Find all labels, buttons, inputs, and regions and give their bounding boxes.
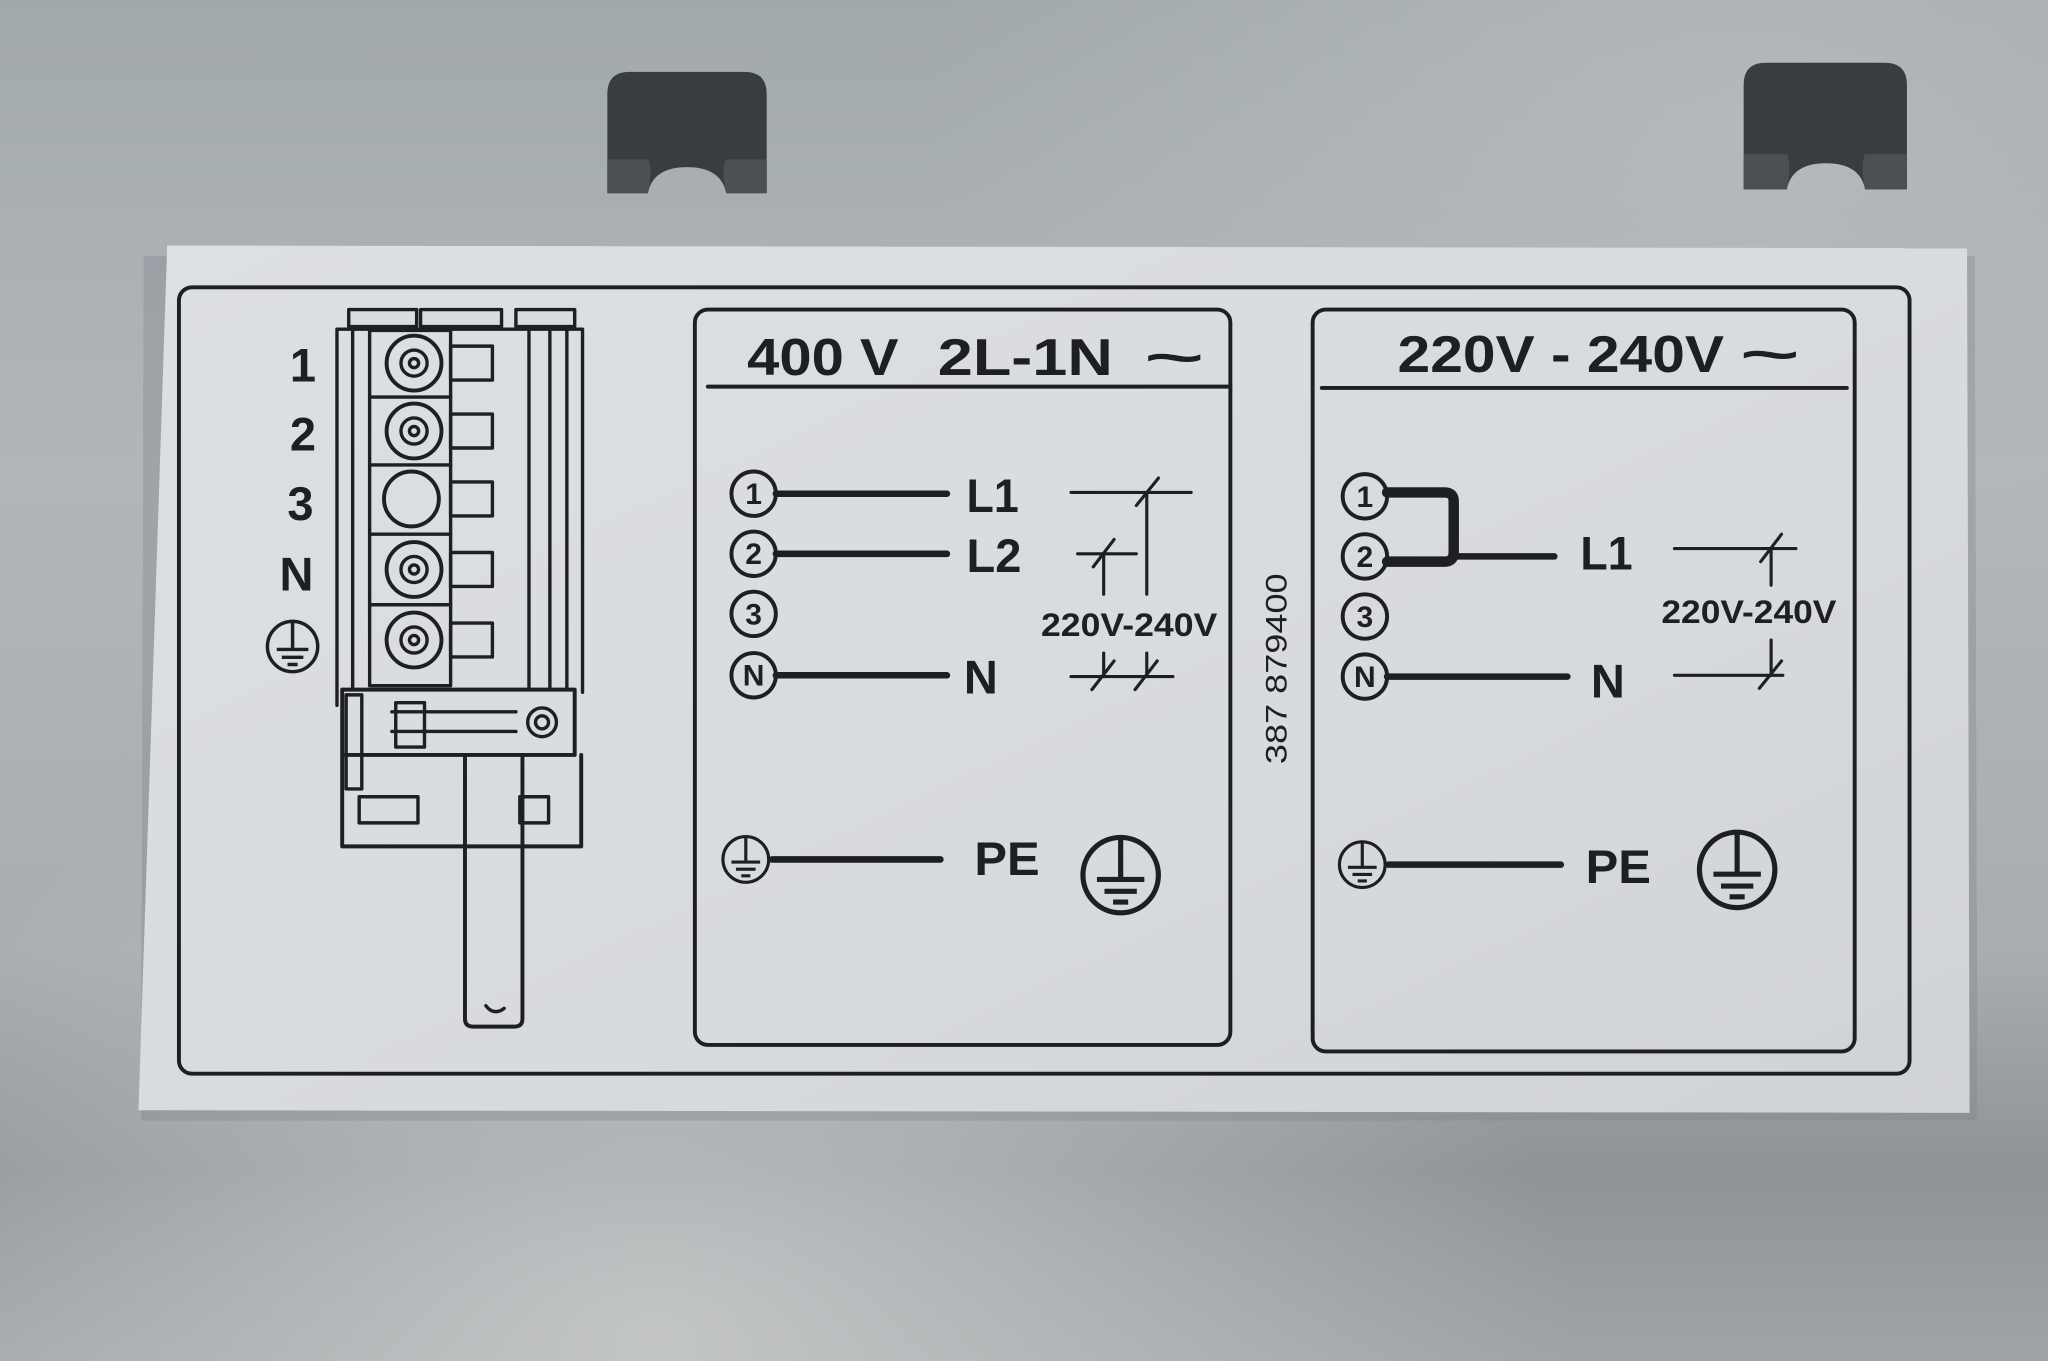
terminal-number: 1 (745, 478, 762, 511)
terminal-pe: PE (721, 832, 1158, 913)
terminal-label-1: 1 (290, 338, 316, 391)
voltage-note: 220V-240V (1041, 606, 1218, 643)
terminal-circle (729, 589, 778, 639)
side-tab (448, 550, 495, 589)
header-voltage: 220V - 240V (1398, 326, 1725, 384)
terminal-label-3: 3 (287, 477, 313, 530)
terminal-pe: PE (1337, 832, 1774, 907)
voltage-marks (1069, 476, 1193, 692)
top-tab (418, 307, 504, 329)
mounting-clip-left (607, 71, 767, 194)
mounting-clip-right (1743, 62, 1907, 190)
screw-center (407, 633, 421, 647)
housing-foot (357, 795, 420, 825)
terminal-circle (1340, 592, 1390, 641)
mark-slash (1759, 532, 1784, 564)
clamp-block (394, 701, 427, 749)
empty-socket (382, 469, 441, 529)
side-tab (448, 412, 495, 450)
wire-label-pe: PE (1586, 840, 1651, 893)
terminal-label-n: N (280, 547, 314, 600)
mark-slash (1091, 537, 1116, 569)
terminal-number: N (743, 660, 765, 693)
label-border (176, 285, 1912, 1076)
housing-foot (518, 795, 551, 825)
terminal-3: 3 (729, 589, 778, 639)
terminal-3: 3 (1340, 592, 1390, 641)
terminal-screw-icon (384, 540, 444, 599)
wire-label-pe: PE (974, 832, 1039, 885)
terminal-1: 1 L1 (729, 469, 1019, 522)
label-sticker (138, 245, 1970, 1113)
voltage-marks (1672, 532, 1798, 690)
screw-center (407, 424, 421, 438)
screw-head (384, 401, 444, 461)
terminal-screw-icon (384, 401, 444, 461)
header-ac-symbol: ~ (1144, 329, 1204, 387)
clamp-section (340, 687, 577, 757)
screw-drive (399, 348, 429, 378)
wire-label-l1: L1 (967, 469, 1019, 522)
mark-slash (1134, 476, 1161, 508)
screw-drive (399, 554, 429, 585)
wire-label-l2: L2 (967, 529, 1022, 582)
terminal-label-2: 2 (290, 408, 316, 461)
screw-head (384, 333, 444, 393)
side-tab (448, 480, 495, 518)
wire-label-n: N (964, 651, 998, 704)
side-tab (448, 344, 495, 382)
top-tab (347, 307, 419, 329)
screw-drive (399, 416, 429, 446)
terminal-screw-icon (384, 333, 444, 393)
part-number: 387 879400 (1261, 573, 1294, 764)
mark-slash (1090, 659, 1116, 692)
panel-frame (1310, 307, 1857, 1054)
screw-drive (399, 625, 429, 655)
terminal-2: 2 L2 (729, 529, 1022, 582)
supply-cable (463, 755, 525, 1029)
header-voltage: 400 V (747, 329, 899, 387)
clip-edge (607, 159, 767, 194)
side-tab (448, 621, 495, 659)
panel-400v: 400 V 2L-1N ~ 1 L1 2 L2 3 N N PE (692, 307, 1233, 1047)
panel-frame (692, 307, 1233, 1047)
screw-head (384, 610, 444, 670)
terminal-number: N (1354, 661, 1376, 694)
terminal-empty-icon (382, 469, 441, 529)
terminal-number: 1 (1357, 481, 1374, 514)
mark-slash (1133, 659, 1159, 692)
terminal-number: 3 (1357, 601, 1374, 634)
terminal-block-drawing (335, 307, 585, 1029)
terminal-number: 3 (745, 598, 762, 631)
top-tab (514, 307, 577, 329)
bridge-link (1381, 487, 1459, 567)
terminal-number: 2 (745, 538, 762, 571)
terminal-number: 2 (1357, 541, 1374, 574)
terminal-screw-icon (384, 610, 444, 670)
cable-crease (484, 1004, 506, 1014)
screw-head (384, 540, 444, 599)
clamp-bar (344, 693, 364, 791)
header-ac-symbol: ~ (1740, 326, 1800, 384)
terminal-n: N N (1340, 652, 1625, 707)
voltage-note: 220V-240V (1661, 593, 1836, 630)
clamp-screw-center (533, 714, 551, 731)
header-config: 2L-1N (938, 329, 1113, 387)
terminal-labels: 1 2 3 N (265, 338, 320, 674)
terminal-n: N N (729, 651, 998, 704)
wire-label-n: N (1591, 654, 1625, 707)
panel-220v: 220V - 240V ~ 1 2 L1 3 N N PE (1310, 307, 1857, 1054)
screw-center (407, 356, 421, 370)
clip-edge (1743, 154, 1907, 190)
lower-housing (340, 752, 584, 849)
screw-center (407, 563, 421, 576)
wire-label-l1: L1 (1580, 526, 1632, 579)
clamp-screw (525, 706, 559, 739)
mark-slash (1757, 659, 1784, 690)
